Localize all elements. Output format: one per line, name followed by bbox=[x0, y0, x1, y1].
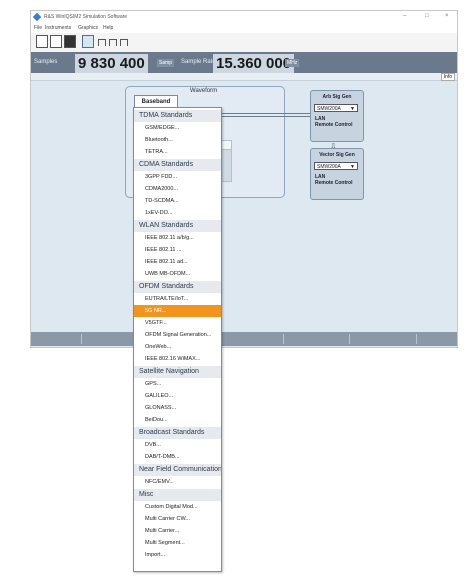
menu-item-1xev-do[interactable]: 1xEV-DO... bbox=[145, 210, 173, 216]
menu-instruments[interactable]: Instruments bbox=[45, 25, 72, 31]
menu-header-tdma: TDMA Standards bbox=[134, 110, 221, 122]
menu-item-gsm[interactable]: GSM/EDGE... bbox=[145, 125, 180, 131]
bottom-divider bbox=[283, 334, 284, 344]
menu-item-3gpp-fdd[interactable]: 3GPP FDD... bbox=[145, 174, 177, 180]
save-icon[interactable] bbox=[64, 35, 76, 48]
menu-file[interactable]: File bbox=[34, 25, 43, 31]
sample-rate-unit: MHz bbox=[285, 59, 300, 67]
toolbar bbox=[31, 33, 457, 53]
menu-item-5g-nr[interactable]: 5G NR... bbox=[134, 305, 221, 317]
menu-header-satellite: Satellite Navigation bbox=[134, 366, 221, 378]
arb-remote-label: Remote Control bbox=[315, 122, 353, 128]
vector-remote-label: Remote Control bbox=[315, 180, 353, 186]
layout-icon-3[interactable] bbox=[120, 39, 128, 46]
menu-header-misc: Misc bbox=[134, 489, 221, 501]
menu-item-beidou[interactable]: BeiDou... bbox=[145, 417, 168, 423]
arrow-down-icon: ⇩ bbox=[330, 142, 337, 151]
close-button[interactable]: × bbox=[445, 13, 449, 19]
bottom-divider bbox=[416, 334, 417, 344]
menu-item-wlan-n[interactable]: IEEE 802.11 ... bbox=[145, 247, 182, 253]
samples-value: 9 830 400 bbox=[75, 54, 148, 73]
chevron-down-icon: ▼ bbox=[350, 164, 355, 170]
arb-instrument-value: SMW200A bbox=[317, 106, 341, 112]
app-logo-icon bbox=[32, 12, 42, 22]
vector-instrument-select[interactable]: SMW200A ▼ bbox=[314, 162, 358, 170]
menu-item-galileo[interactable]: GALILEO... bbox=[145, 393, 174, 399]
menu-item-td-scdma[interactable]: TD-SCDMA... bbox=[145, 198, 179, 204]
app-window: R&S WinIQSIM2 Simulation Software – □ × … bbox=[30, 10, 458, 348]
menu-item-wlan-ad[interactable]: IEEE 802.11 ad... bbox=[145, 259, 188, 265]
arb-lan-label: LAN bbox=[315, 116, 326, 122]
title-bar: R&S WinIQSIM2 Simulation Software – □ × bbox=[31, 11, 457, 24]
window-title: R&S WinIQSIM2 Simulation Software bbox=[44, 14, 128, 20]
menu-item-wimax[interactable]: IEEE 802.16 WiMAX... bbox=[145, 356, 201, 362]
status-bar: Samples 9 830 400 Samp Sample Rate 15.36… bbox=[31, 52, 457, 73]
menu-header-nfc: Near Field Communication bbox=[134, 464, 221, 476]
menu-item-uwb[interactable]: UWB MB-OFDM... bbox=[145, 271, 191, 277]
vector-instrument-value: SMW200A bbox=[317, 164, 341, 170]
info-button[interactable]: Info bbox=[440, 73, 455, 81]
menu-item-glonass[interactable]: GLONASS... bbox=[145, 405, 177, 411]
menu-item-gps[interactable]: GPS... bbox=[145, 381, 162, 387]
folder-icon[interactable] bbox=[82, 35, 94, 48]
samples-label: Samples bbox=[34, 59, 58, 65]
connection-line bbox=[220, 116, 310, 117]
layout-icon-2[interactable] bbox=[109, 39, 117, 46]
menu-item-dab[interactable]: DAB/T-DMB... bbox=[145, 454, 180, 460]
bottom-divider bbox=[81, 334, 82, 344]
open-file-icon[interactable] bbox=[50, 35, 62, 48]
menu-item-multi-carrier[interactable]: Multi Carrier... bbox=[145, 528, 180, 534]
menu-graphics[interactable]: Graphics bbox=[78, 25, 99, 31]
info-strip: Info bbox=[31, 73, 457, 81]
menu-header-broadcast: Broadcast Standards bbox=[134, 427, 221, 439]
menu-item-cdma2000[interactable]: CDMA2000... bbox=[145, 186, 179, 192]
menu-bar: File Instruments Graphics Help bbox=[31, 24, 457, 33]
new-file-icon[interactable] bbox=[36, 35, 48, 48]
menu-item-multi-carrier-cw[interactable]: Multi Carrier CW... bbox=[145, 516, 190, 522]
chevron-down-icon: ▼ bbox=[350, 106, 355, 112]
maximize-button[interactable]: □ bbox=[425, 13, 429, 19]
menu-item-custom-digital-mod[interactable]: Custom Digital Mod... bbox=[145, 504, 198, 510]
menu-item-oneweb[interactable]: OneWeb... bbox=[145, 344, 172, 350]
layout-icon-1[interactable] bbox=[98, 39, 106, 46]
menu-help[interactable]: Help bbox=[103, 25, 114, 31]
menu-item-v5gtf[interactable]: V5GTF... bbox=[145, 320, 167, 326]
menu-header-ofdm: OFDM Standards bbox=[134, 281, 221, 293]
menu-header-wlan: WLAN Standards bbox=[134, 220, 221, 232]
menu-item-multi-segment[interactable]: Multi Segment... bbox=[145, 540, 185, 546]
menu-item-dvb[interactable]: DVB... bbox=[145, 442, 161, 448]
baseband-dropdown-menu: TDMA Standards GSM/EDGE... Bluetooth... … bbox=[133, 107, 222, 572]
bottom-bar bbox=[31, 332, 457, 346]
samples-unit: Samp bbox=[157, 59, 175, 67]
menu-item-bluetooth[interactable]: Bluetooth... bbox=[145, 137, 173, 143]
menu-item-tetra[interactable]: TETRA... bbox=[145, 149, 168, 155]
sample-rate-value: 15.360 000 bbox=[213, 54, 295, 73]
sample-rate-label: Sample Rate bbox=[181, 59, 216, 65]
bottom-divider bbox=[349, 334, 350, 344]
waveform-title: Waveform bbox=[190, 88, 218, 94]
menu-item-nfc-emv[interactable]: NFC/EMV... bbox=[145, 479, 174, 485]
menu-item-eutra[interactable]: EUTRA/LTE/IoT... bbox=[145, 296, 189, 302]
vector-sig-gen-title: Vector Sig Gen bbox=[319, 152, 355, 158]
menu-header-cdma: CDMA Standards bbox=[134, 159, 221, 171]
arb-instrument-select[interactable]: SMW200A ▼ bbox=[314, 104, 358, 112]
menu-item-wlan-abg[interactable]: IEEE 802.11 a/b/g... bbox=[145, 235, 194, 241]
vector-lan-label: LAN bbox=[315, 174, 326, 180]
menu-item-import[interactable]: Import... bbox=[145, 552, 166, 558]
arb-sig-gen-title: Arb Sig Gen bbox=[322, 94, 352, 100]
menu-item-ofdm-signal-generation[interactable]: OFDM Signal Generation... bbox=[145, 332, 212, 338]
connection-line bbox=[220, 113, 310, 114]
minimize-button[interactable]: – bbox=[403, 13, 407, 19]
